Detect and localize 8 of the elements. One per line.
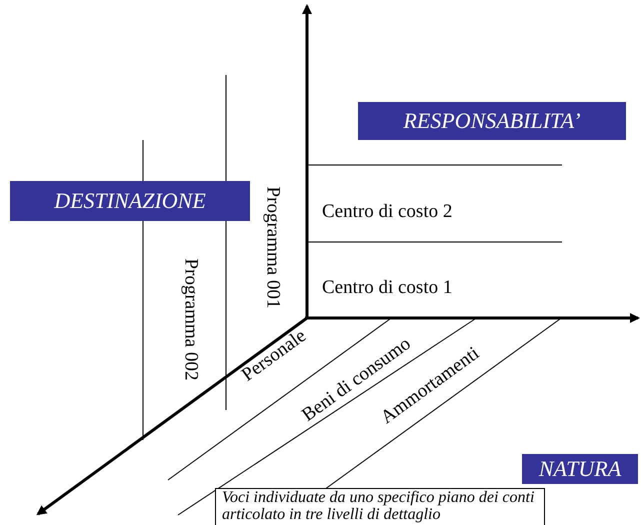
note-box: Voci individuate da uno specifico piano dei conti articolato in tre livelli di dettaglio bbox=[215, 488, 545, 525]
axis-title-banner: DESTINAZIONE bbox=[10, 181, 250, 221]
axis-title-banner: NATURA bbox=[522, 454, 638, 484]
axis-category-label: Centro di costo 1 bbox=[322, 278, 452, 297]
axis-category-label: Centro di costo 2 bbox=[322, 202, 452, 221]
axis-category-label: Programma 002 bbox=[181, 258, 200, 380]
axis-title-banner: RESPONSABILITA’ bbox=[358, 102, 626, 140]
axis-category-label: Programma 001 bbox=[263, 186, 282, 308]
